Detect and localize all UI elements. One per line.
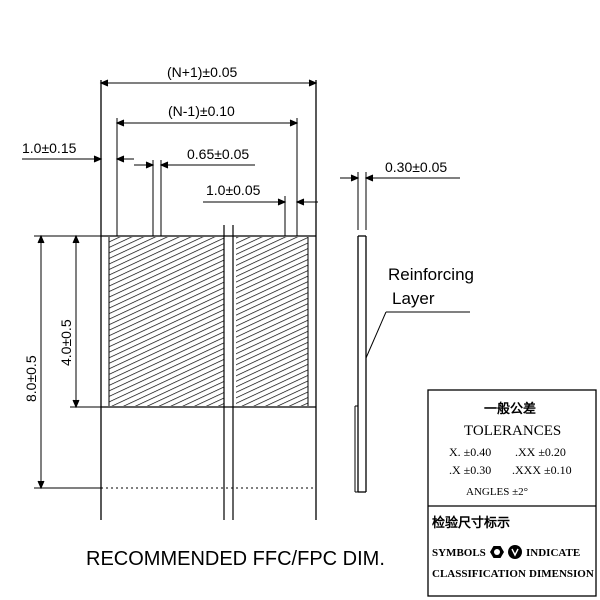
dim-pitch — [203, 196, 318, 236]
contact-length-label: 4.0±0.5 — [58, 319, 74, 366]
tolerance-angles: ANGLES ±2° — [466, 486, 528, 498]
contact-width-label: 0.65±0.05 — [187, 146, 249, 162]
pitch-label: 1.0±0.05 — [206, 182, 261, 198]
classification-label: CLASSIFICATION — [432, 568, 526, 580]
overall-width-label: (N+1)±0.05 — [167, 64, 238, 80]
dim-pitch-span — [115, 118, 299, 236]
dim-contact-length — [70, 234, 101, 409]
indicate-label: INDICATE — [526, 547, 580, 559]
classification-symbol-icon — [490, 546, 504, 558]
dim-contact-width — [134, 160, 255, 236]
pitch-span-label: (N-1)±0.10 — [168, 103, 235, 119]
tolerance-row1-right: .XX ±0.20 — [515, 445, 566, 459]
total-length-label: 8.0±0.5 — [23, 355, 39, 402]
edge-margin-label: 1.0±0.15 — [22, 140, 77, 156]
dim-total-length — [34, 234, 101, 490]
contact-pad-group-right — [236, 237, 308, 406]
dimension-symbol-icon — [508, 545, 522, 559]
tolerance-row2-right: .XXX ±0.10 — [512, 463, 572, 477]
dim-thickness — [340, 172, 460, 230]
dim-edge-margin — [22, 155, 134, 163]
tolerance-title-en: TOLERANCES — [464, 423, 561, 439]
dim-overall-width — [99, 79, 318, 87]
contact-pad-group-left — [109, 237, 224, 406]
tolerance-row1-left: X. ±0.40 — [449, 445, 491, 459]
contact-pads — [108, 237, 309, 406]
reinforcing-leader — [365, 311, 470, 359]
reinforcing-label-line1: Reinforcing — [388, 265, 474, 284]
side-view — [354, 235, 367, 493]
reinforcing-label-line2: Layer — [392, 289, 435, 308]
dimension-label: DIMENSION — [529, 568, 594, 580]
tolerance-box — [427, 389, 597, 597]
caption: RECOMMENDED FFC/FPC DIM. — [86, 548, 385, 570]
symbols-label: SYMBOLS — [432, 547, 486, 559]
tolerance-title-cn: 一般公差 — [484, 401, 536, 416]
tolerance-row2-left: .X ±0.30 — [449, 463, 491, 477]
inspection-title-cn: 检验尺寸标示 — [432, 515, 510, 530]
thickness-label: 0.30±0.05 — [385, 159, 447, 175]
